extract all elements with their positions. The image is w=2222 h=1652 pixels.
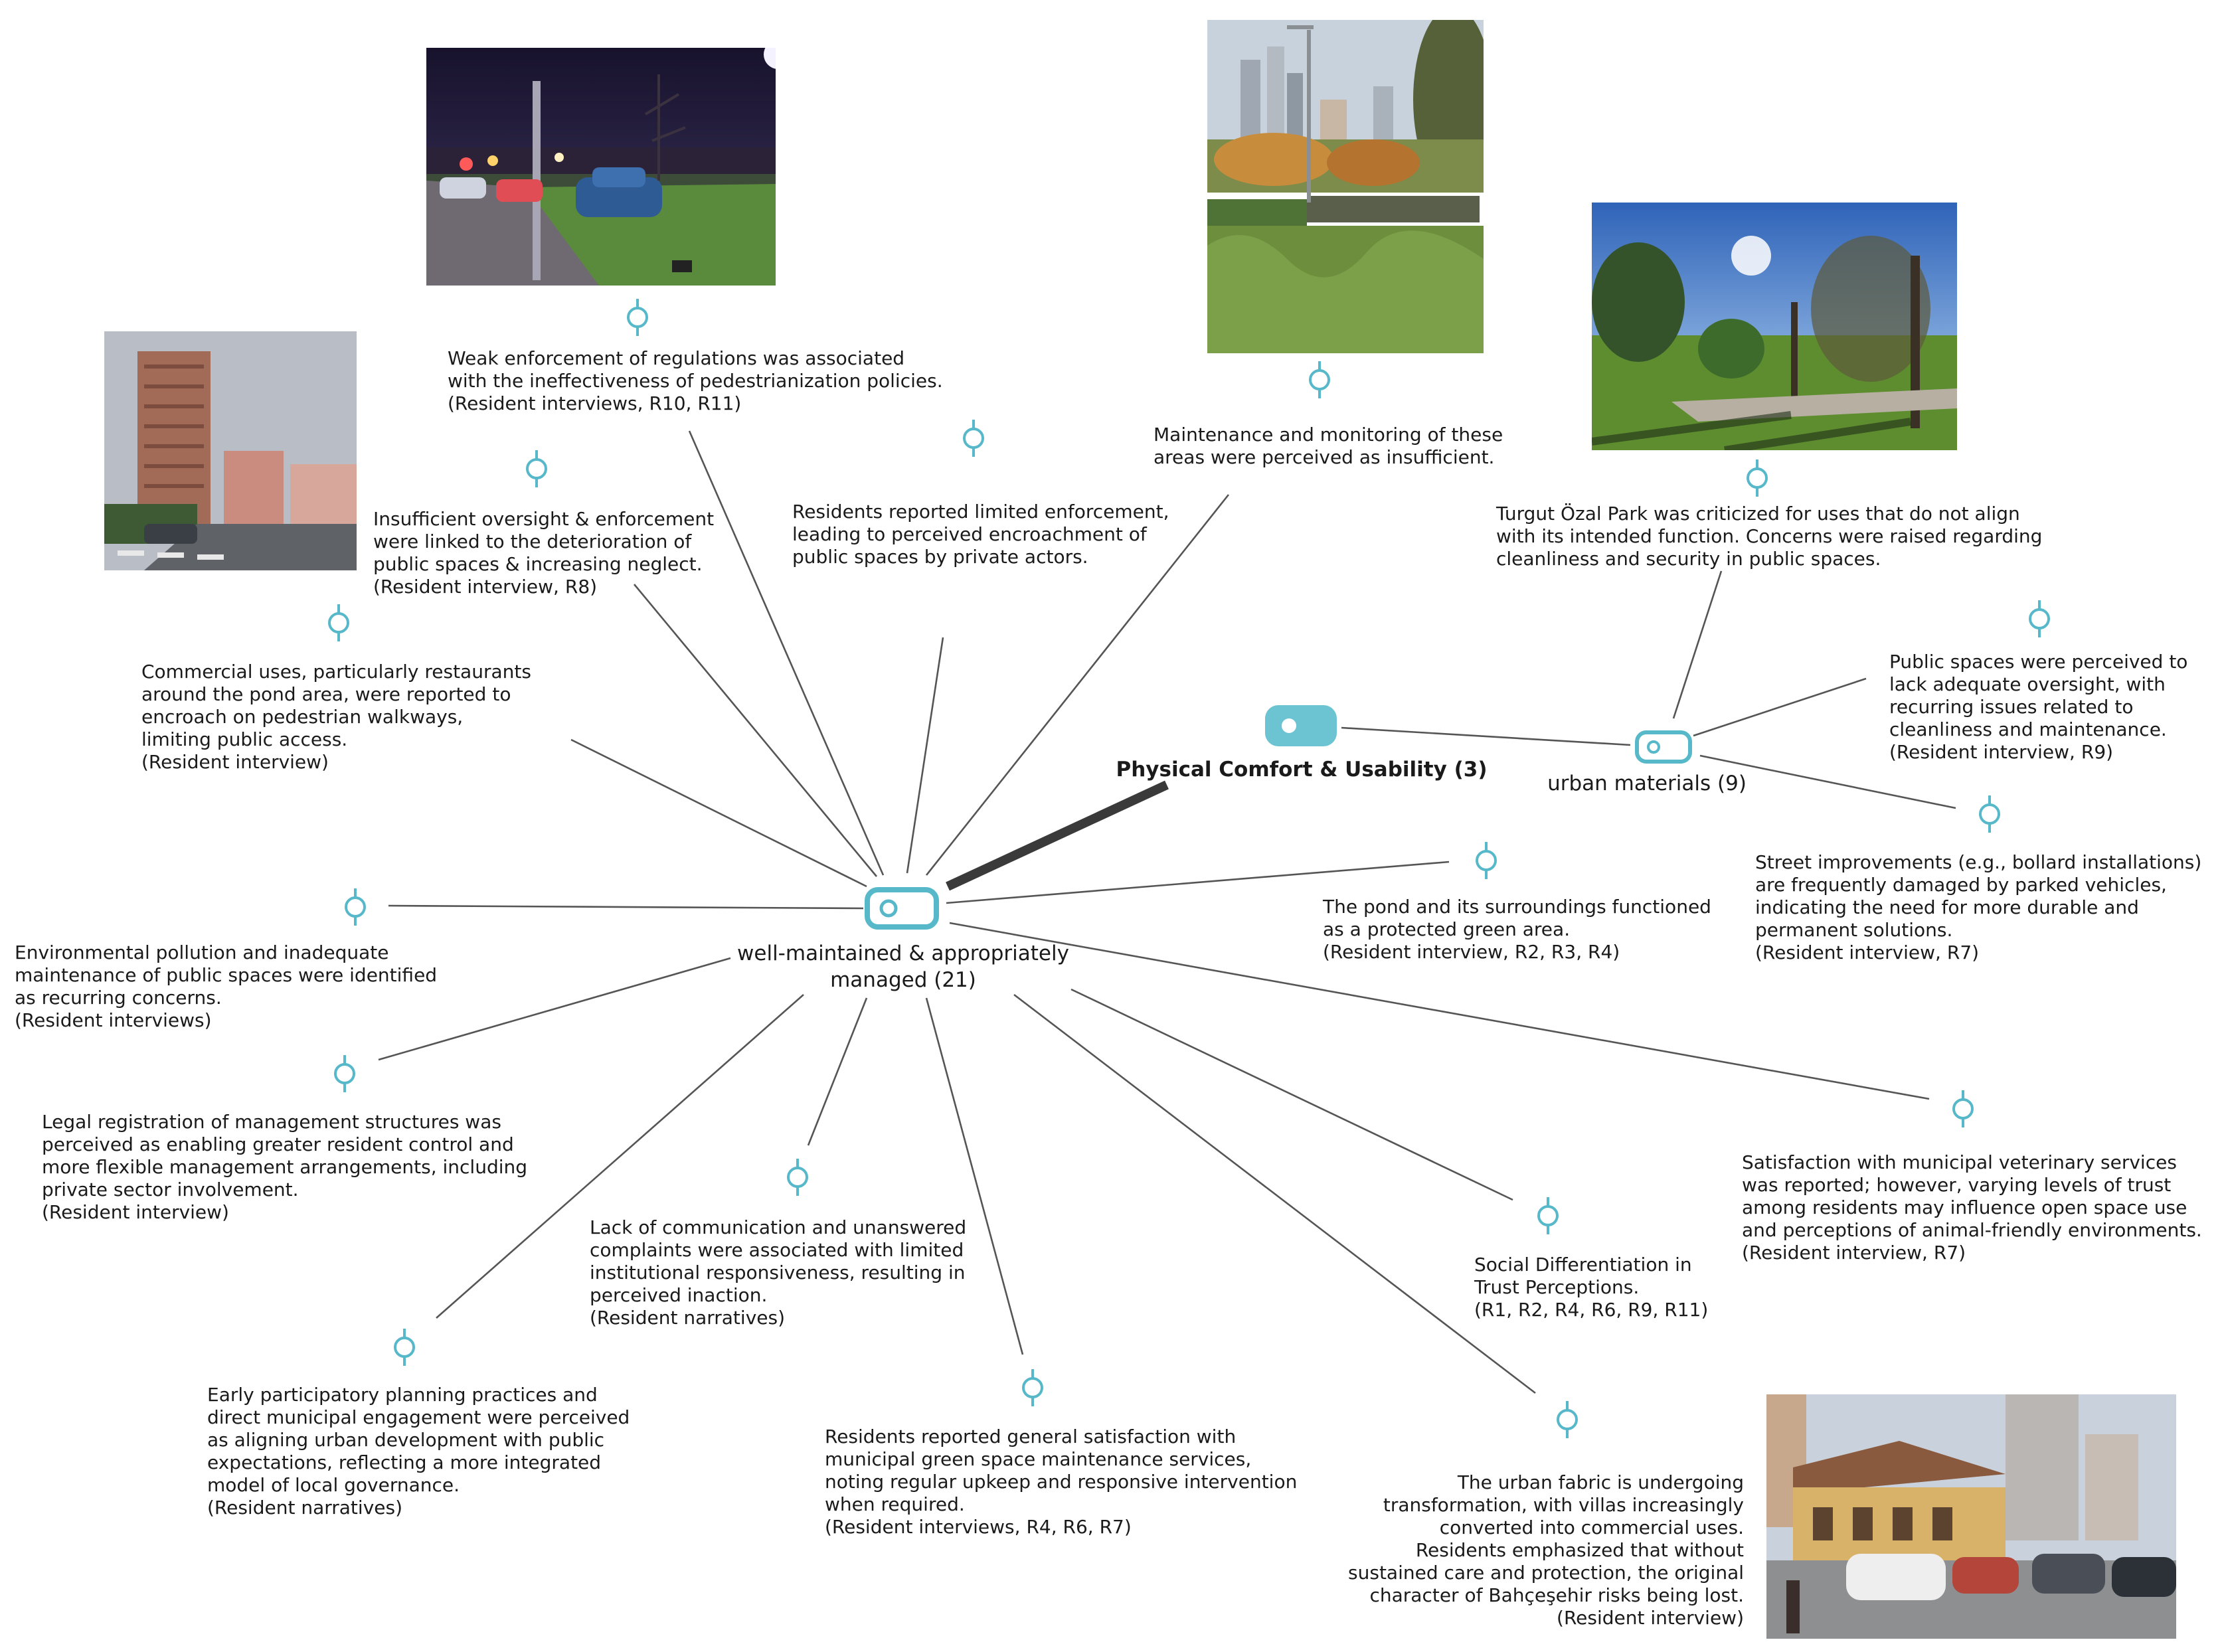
- quote-early-participatory: Early participatory planning practices a…: [207, 1384, 630, 1519]
- quote-environmental-pollution: Environmental pollution and inadequate m…: [15, 942, 437, 1032]
- photo-converted-villas: [1766, 1394, 2176, 1639]
- code-node-icon[interactable]: [865, 887, 939, 930]
- quote-pin-icon[interactable]: [782, 1157, 813, 1197]
- photo-night-parking: [426, 48, 776, 286]
- quote-pin-icon[interactable]: [1974, 794, 2005, 834]
- link-turgut: [1673, 571, 1721, 718]
- link-physical-urban: [1341, 728, 1630, 745]
- photo-park-pond: [1207, 20, 1484, 353]
- quote-pin-icon[interactable]: [389, 1327, 420, 1367]
- code-label-physical-comfort: Physical Comfort & Usability (3): [1102, 756, 1501, 783]
- quote-pin-icon[interactable]: [340, 887, 371, 927]
- link-insufficient-oversight: [634, 584, 877, 876]
- quote-veterinary: Satisfaction with municipal veterinary s…: [1742, 1151, 2202, 1264]
- quote-lack-communication: Lack of communication and unanswered com…: [590, 1216, 966, 1329]
- link-urban-fabric: [1014, 995, 1535, 1393]
- quote-weak-enforcement: Weak enforcement of regulations was asso…: [448, 347, 943, 415]
- link-main-physical: [948, 785, 1167, 886]
- quote-lack-oversight: Public spaces were perceived to lack ade…: [1889, 651, 2187, 764]
- quote-legal-registration: Legal registration of management structu…: [42, 1111, 527, 1224]
- code-node-icon[interactable]: [1264, 704, 1338, 748]
- quote-pin-icon[interactable]: [329, 1054, 360, 1094]
- photo-residential-street: [104, 331, 357, 570]
- quote-insufficient-oversight: Insufficient oversight & enforcement wer…: [373, 508, 714, 598]
- quote-pin-icon[interactable]: [1304, 360, 1335, 400]
- quote-social-differentiation: Social Differentiation in Trust Percepti…: [1474, 1254, 1708, 1321]
- quote-pin-icon[interactable]: [521, 449, 552, 489]
- quote-pin-icon[interactable]: [1552, 1400, 1582, 1440]
- code-node-icon[interactable]: [1635, 730, 1692, 764]
- link-commercial: [571, 740, 867, 886]
- quote-limited-enforcement: Residents reported limited enforcement, …: [792, 501, 1169, 568]
- quote-pin-icon[interactable]: [1948, 1089, 1978, 1129]
- quote-pond: The pond and its surroundings functioned…: [1323, 896, 1711, 963]
- code-label-well-maintained: well-maintained & appropriately managed …: [730, 940, 1076, 993]
- link-environmental: [388, 906, 863, 908]
- link-limited-enforcement: [907, 637, 943, 873]
- quote-pin-icon[interactable]: [1742, 458, 1772, 498]
- quote-pin-icon[interactable]: [1017, 1368, 1048, 1408]
- quote-pin-icon[interactable]: [1471, 841, 1501, 880]
- quote-pin-icon[interactable]: [323, 603, 354, 643]
- link-weak-enforcement: [689, 431, 883, 875]
- quote-pin-icon[interactable]: [2024, 599, 2055, 639]
- quote-commercial-uses: Commercial uses, particularly restaurant…: [141, 661, 531, 774]
- quote-turgut-ozal-park: Turgut Özal Park was criticized for uses…: [1496, 503, 2042, 570]
- quote-general-satisfaction: Residents reported general satisfaction …: [825, 1426, 1297, 1538]
- quote-street-improvements: Street improvements (e.g., bollard insta…: [1755, 851, 2201, 964]
- link-lack-communication: [808, 998, 867, 1145]
- quote-pin-icon[interactable]: [622, 297, 653, 337]
- quote-urban-fabric: The urban fabric is undergoing transform…: [1348, 1471, 1744, 1629]
- code-label-urban-materials: urban materials (9): [1527, 770, 1766, 797]
- link-social: [1071, 989, 1513, 1200]
- quote-pin-icon[interactable]: [1533, 1196, 1563, 1236]
- link-lack-oversight: [1693, 679, 1866, 736]
- quote-maintenance-monitoring: Maintenance and monitoring of these area…: [1154, 424, 1503, 469]
- photo-turgut-ozal-park: [1592, 203, 1957, 450]
- quote-pin-icon[interactable]: [958, 418, 989, 458]
